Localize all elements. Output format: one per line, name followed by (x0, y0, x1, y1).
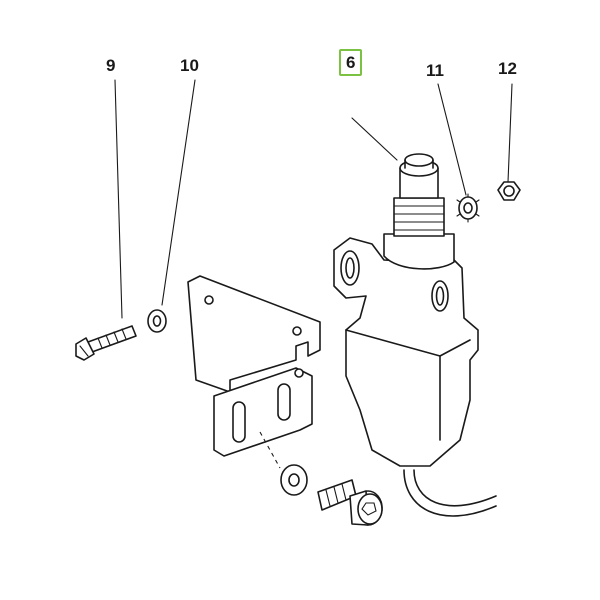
part-number-10-label: 10 (180, 56, 199, 75)
part-number-9-label: 9 (106, 56, 116, 75)
part-number-6-label[interactable]: 6 (339, 49, 363, 76)
leader-line-11 (437, 83, 467, 196)
mounting-bracket[interactable] (187, 275, 321, 469)
part-number-11-label: 11 (426, 61, 444, 80)
lower-washer[interactable] (280, 464, 308, 496)
part-10-washer[interactable] (147, 309, 167, 333)
leader-line-10 (161, 79, 196, 306)
part-number-12-label: 12 (498, 59, 517, 78)
socket-head-screw[interactable] (317, 479, 383, 526)
part-12-nut[interactable] (497, 181, 521, 201)
leader-line-12 (507, 83, 513, 183)
leader-line-6 (351, 117, 398, 161)
part-9-bolt[interactable] (75, 325, 137, 361)
part-11-lock-washer[interactable] (456, 193, 480, 223)
leader-line-9 (114, 79, 123, 319)
leader-lines (114, 79, 513, 319)
part-6-actuator[interactable] (333, 153, 497, 517)
